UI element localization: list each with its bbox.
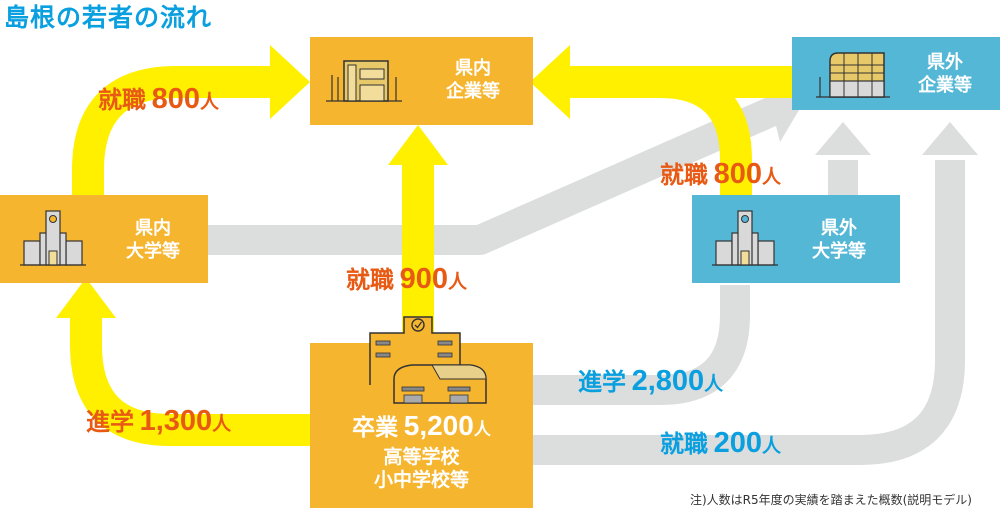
label-line1: 県内 [455, 58, 491, 79]
office-tower-icon [816, 52, 890, 98]
flow-count: 800 [713, 158, 762, 190]
office-building-icon [326, 60, 402, 102]
label-line2: 大学等 [812, 241, 866, 262]
label-line1: 県内 [135, 218, 171, 239]
node-outside-universities: 県外 大学等 [692, 195, 900, 283]
graduates-unit: 人 [473, 420, 491, 440]
arrow-schools-to-pref-univ [70, 315, 310, 446]
university-icon [20, 210, 86, 266]
page-title: 島根の若者の流れ [4, 3, 213, 32]
footnote: 注)人数はR5年度の実績を踏まえた概数(説明モデル) [689, 493, 972, 507]
graduates-headline: 卒業 5,200人 [310, 408, 533, 442]
flow-unit: 人 [447, 271, 467, 293]
arrow-outside-univ-to-pref-companies [560, 66, 800, 195]
label-line1: 高等学校 [383, 446, 460, 468]
arrowhead-yellow-1 [270, 45, 310, 119]
arrowhead-gray-2 [815, 122, 871, 155]
node-pref-universities: 県内 大学等 [0, 195, 208, 283]
flow-unit: 人 [761, 166, 781, 188]
flow-count: 900 [399, 263, 448, 295]
flow-label-outside-univ-to-pref-companies: 就職 800人 [660, 155, 781, 191]
flow-label-schools-to-pref-companies: 就職 900人 [346, 260, 467, 296]
label-line2: 企業等 [446, 81, 500, 102]
arrowhead-yellow-3 [388, 125, 448, 165]
flow-word: 進学 [578, 368, 626, 396]
label-line1: 県外 [927, 52, 963, 73]
arrowhead-gray-3 [922, 122, 978, 155]
arrow-schools-to-outside-univ [530, 285, 750, 405]
flow-word: 進学 [86, 408, 134, 436]
school-icon [369, 316, 487, 404]
flow-label-schools-to-outside-companies: 就職 200人 [660, 424, 781, 460]
flow-unit: 人 [761, 435, 781, 457]
flow-count: 800 [151, 83, 200, 115]
label-line1: 県外 [821, 218, 857, 239]
flow-word: 就職 [98, 86, 146, 114]
arrowhead-yellow-2 [530, 45, 570, 119]
node-pref-universities-label: 県内 大学等 [118, 217, 188, 263]
arrow-schools-to-outside-companies [530, 160, 965, 465]
flow-count: 200 [713, 427, 762, 459]
flow-count: 1,300 [139, 405, 213, 437]
flow-unit: 人 [212, 413, 232, 435]
node-outside-companies-label: 県外 企業等 [910, 51, 980, 97]
flow-count: 2,800 [631, 365, 705, 397]
flow-word: 就職 [660, 161, 708, 189]
node-schools-label: 高等学校 小中学校等 [310, 446, 533, 492]
node-pref-companies: 県内 企業等 [310, 37, 533, 125]
graduates-word: 卒業 [352, 415, 399, 441]
flow-label-schools-to-outside-univ: 進学 2,800人 [578, 362, 723, 398]
label-line2: 小中学校等 [373, 469, 469, 491]
arrow-pref-univ-to-pref-companies [72, 66, 270, 200]
label-line2: 大学等 [126, 241, 180, 262]
graduates-count: 5,200 [403, 410, 474, 441]
flow-unit: 人 [704, 373, 724, 395]
flow-unit: 人 [199, 91, 219, 113]
flow-word: 就職 [346, 266, 394, 294]
node-outside-companies: 県外 企業等 [792, 37, 1000, 110]
flow-label-pref-univ-to-pref-companies: 就職 800人 [98, 80, 219, 116]
arrowhead-yellow-4 [56, 278, 116, 318]
flow-label-schools-to-pref-univ: 進学 1,300人 [86, 402, 231, 438]
university-icon [712, 210, 778, 266]
node-pref-companies-label: 県内 企業等 [438, 57, 508, 103]
arrow-pref-univ-to-outside-companies [205, 96, 782, 255]
label-line2: 企業等 [918, 75, 972, 96]
flow-word: 就職 [660, 430, 708, 458]
node-outside-universities-label: 県外 大学等 [804, 217, 874, 263]
